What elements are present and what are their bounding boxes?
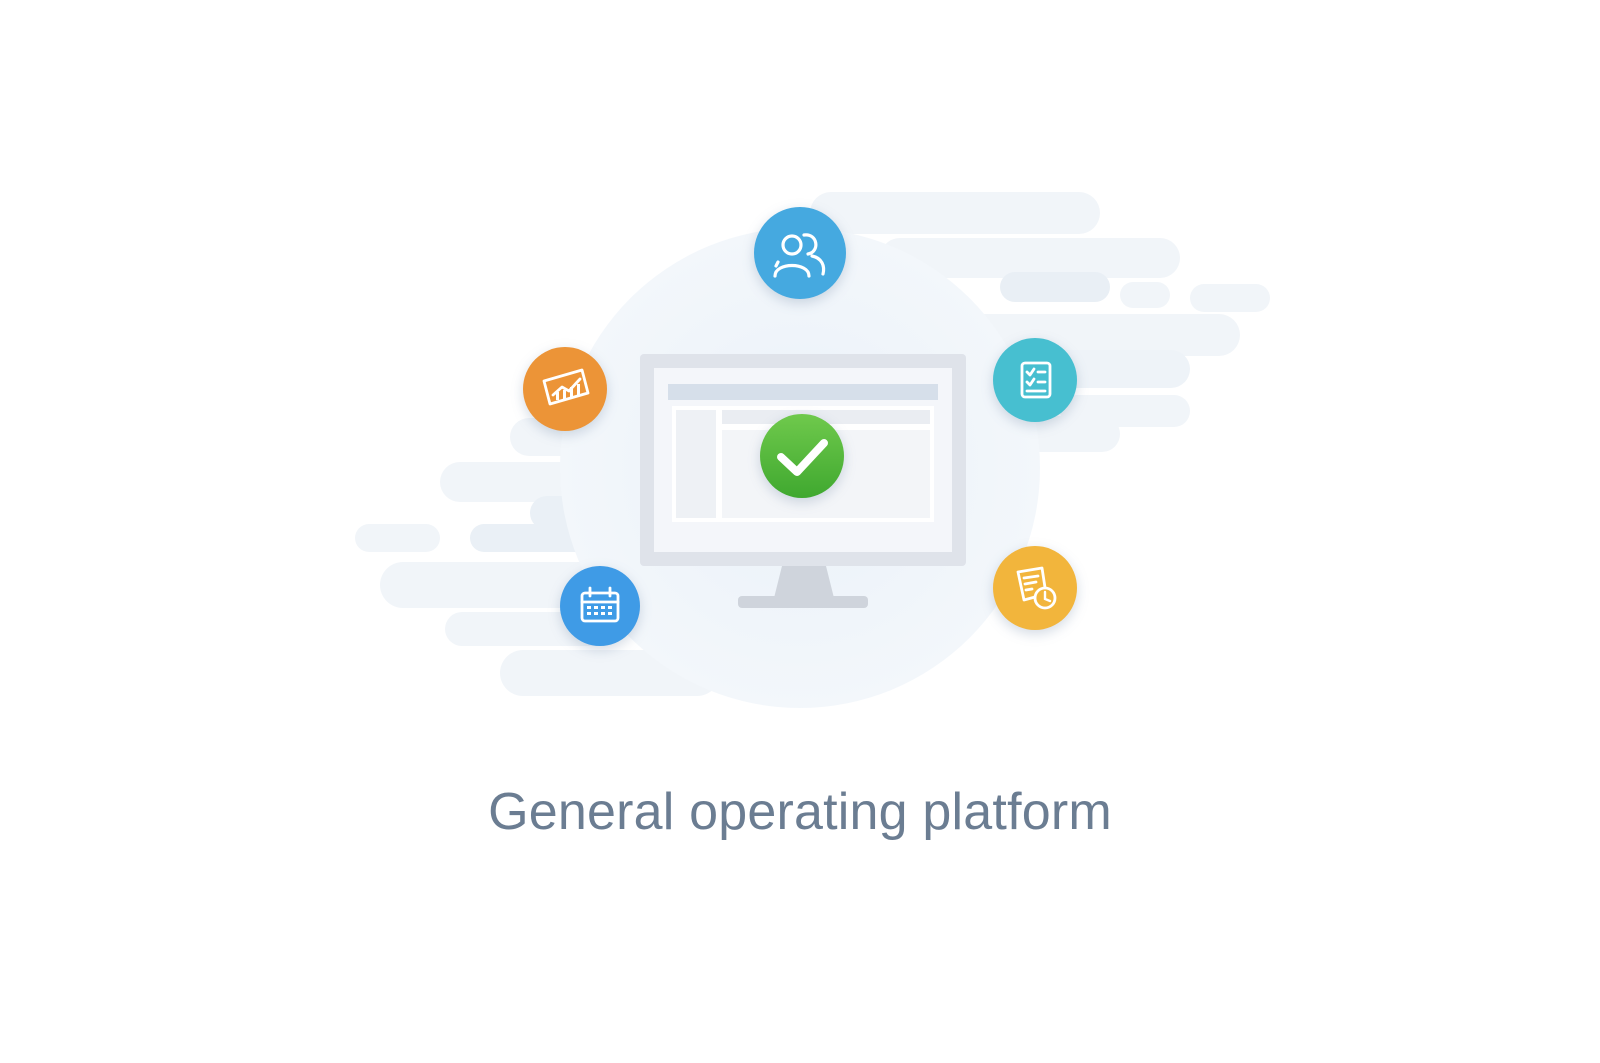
checklist-icon [993, 338, 1077, 422]
check-icon [760, 414, 844, 498]
report-clock-icon [993, 546, 1077, 630]
chart-icon [523, 347, 607, 431]
slide-caption: General operating platform [488, 783, 1112, 841]
users-icon [754, 207, 846, 299]
calendar-icon [560, 566, 640, 646]
platform-illustration [355, 192, 1270, 708]
